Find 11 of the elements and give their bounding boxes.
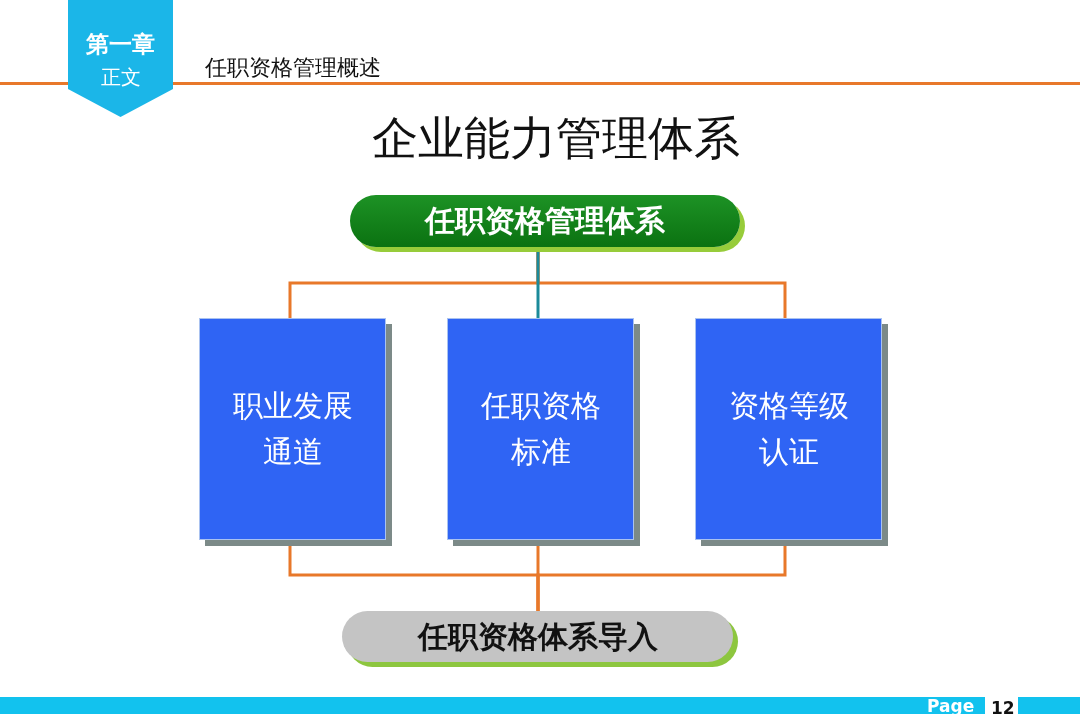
box-label: 任职资格标准 [479, 387, 602, 471]
slide-title: 企业能力管理体系 [372, 110, 740, 166]
box-label: 资格等级认证 [727, 387, 850, 471]
chapter-number: 第一章 [86, 30, 155, 58]
page-label: Page [927, 696, 975, 716]
pill-label: 任职资格管理体系 [425, 203, 665, 239]
chapter-banner [68, 0, 173, 117]
pill-label: 任职资格体系导入 [417, 618, 658, 655]
chapter-subtitle: 正文 [100, 64, 141, 90]
section-heading: 任职资格管理概述 [205, 54, 381, 82]
box-label: 职业发展通道 [231, 387, 354, 471]
